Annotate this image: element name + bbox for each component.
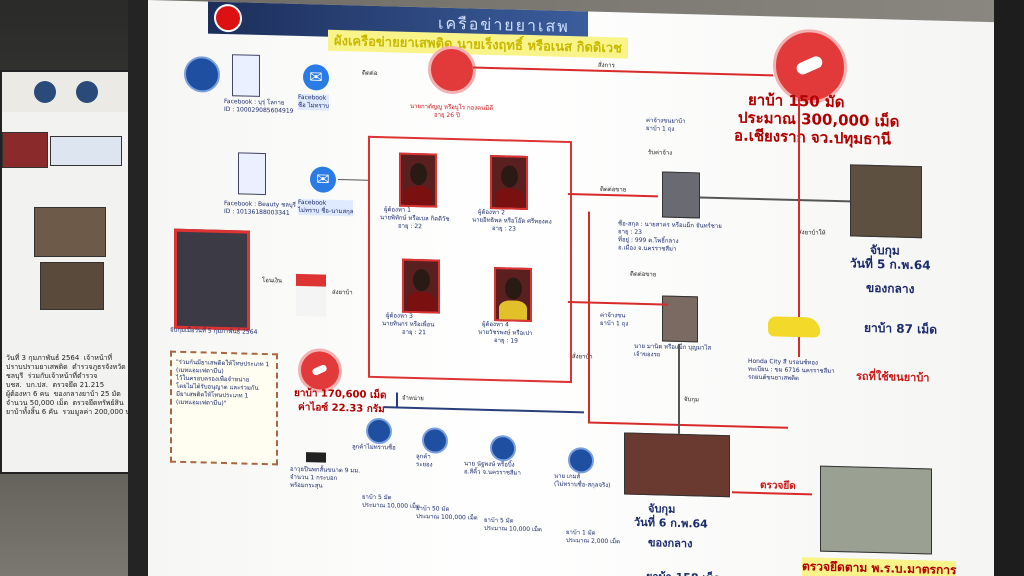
facebook-id-2: Facebook : Beauty ชลบุรี ID : 1013618800… <box>224 199 296 217</box>
buyer-photo <box>662 295 698 343</box>
arrest-1-line3: ของกลาง <box>866 280 915 297</box>
facebook-label-2: Facebook ไม่ทราบ ชื่อ-นามสกุล <box>298 198 354 217</box>
arrest-1-photo <box>850 164 922 239</box>
suspect-4-age: อายุ : 19 <box>494 337 518 345</box>
person-avatar-icon <box>490 434 516 462</box>
charge-note-text: "ร่วมกันมียาเสพติดให้โทษประเภท 1 (เมทแอม… <box>176 358 270 408</box>
side-board-header <box>2 72 130 112</box>
board-frame <box>128 0 150 576</box>
contact-sell-2-label: ติดต่อขาย <box>630 270 657 279</box>
suspect-3-age: อายุ : 21 <box>402 328 426 337</box>
network-chart-poster: เครือข่ายยาเสพติด ผังเครือข่ายยาเสพติด น… <box>148 0 1024 576</box>
inspect-bottom-label: ตรวจยึดตาม พ.ร.บ.มาตรการ <box>802 557 957 576</box>
seized-car-photo <box>820 465 932 555</box>
tree-line <box>384 406 584 414</box>
customers-icon <box>366 417 392 445</box>
person-avatar-icon <box>184 55 220 93</box>
wage-2-label: ค่าจ้างขน ยาบ้า 1 ถุง <box>600 311 629 328</box>
arrest-2-line4: ยาบ้า 158 เม็ด <box>646 567 721 576</box>
link-line <box>588 211 590 422</box>
customer-1-drug: ยาบ้า 5 มัด ประมาณ 10,000 เม็ด <box>362 493 420 511</box>
link-line <box>588 421 788 429</box>
middleman-photo <box>662 171 700 219</box>
order-label: สั่งการ <box>598 61 615 70</box>
wage-1-label: ค่าจ้างขนยาบ้า ยาบ้า 1 ถุง <box>646 117 686 133</box>
arrest-line <box>678 343 680 434</box>
board-frame <box>994 0 1024 576</box>
arrest-1-line2: วันที่ 5 ก.พ.64 <box>850 256 931 273</box>
middleman-info: ชื่อ-สกุล : นายสาคร หรือแม็ก จันทร์ชาย อ… <box>618 220 722 253</box>
suspect-1-age: อายุ : 22 <box>398 222 422 231</box>
suspect-1-photo <box>399 152 437 208</box>
contact-sell-label: ติดต่อขาย <box>600 185 627 194</box>
facebook-label-1: Facebook ชื่อ ไม่ทราบ <box>298 93 329 111</box>
order-line <box>473 66 773 77</box>
car-label: Honda City สี บรอนซ์ทอง ทะเบียน : ขม 671… <box>748 357 835 383</box>
side-board: วันที่ 3 กุมภาพันธ์ 2564 เจ้าหน้าที่ ปรา… <box>0 70 139 474</box>
arrest-date-left: จับกุมเมื่อวันที่ 5 กุมภาพันธ์ 2564 <box>170 326 258 336</box>
facebook-id-1: Facebook : บุรุ่ โลกาย ID : 100029085604… <box>224 97 294 115</box>
police-seal-icon <box>214 3 242 33</box>
messenger-icon: ✉ <box>310 166 336 193</box>
suspect-4-photo <box>494 267 532 323</box>
deliver-label: ส่งยาบ้า <box>332 288 353 297</box>
messenger-icon: ✉ <box>303 64 329 91</box>
person-avatar-icon <box>422 427 448 454</box>
gun-icon <box>306 452 326 463</box>
transfer-label: โอนเงิน <box>262 276 283 285</box>
customer-2-drug: ยาบ้า 50 มัด ประมาณ 100,000 เม็ด <box>416 505 478 522</box>
side-board-text: วันที่ 3 กุมภาพันธ์ 2564 เจ้าหน้าที่ ปรา… <box>6 354 139 416</box>
evidence-photo <box>34 207 106 257</box>
facebook-profile-card <box>232 54 260 97</box>
customer-2: ลูกค้า ระยอง <box>416 453 433 469</box>
customer-4-drug: ยาบ้า 1 มัด ประมาณ 2,000 เม็ด <box>566 528 621 546</box>
gun-label: อาวุธปืนพกสั้นขนาด 9 มม. จำนวน 1 กระบอก … <box>290 465 361 490</box>
deliver-label: ส่งยาบ้าให้ <box>798 229 826 237</box>
arrest-1-line4: ยาบ้า 87 เม็ด <box>864 320 937 337</box>
evidence-photo <box>40 262 104 310</box>
inspect-label: ตรวจยึด <box>760 480 796 492</box>
police-logo-icon <box>34 81 56 103</box>
arrest-2-line3: ของกลาง <box>648 536 693 551</box>
arrest-2-line2: วันที่ 6 ก.พ.64 <box>634 515 708 531</box>
arrest-2-photo <box>624 432 730 498</box>
car-icon <box>768 316 820 338</box>
suspect-3-photo <box>402 258 440 314</box>
evidence-table-photo <box>174 228 250 331</box>
suspect-2-age: อายุ : 23 <box>492 225 516 233</box>
seizure-left-2: ค่าไอซ์ 22.33 กรัม <box>298 401 385 416</box>
house-icon <box>296 273 326 317</box>
person-avatar-icon <box>568 446 594 474</box>
main-suspect-photo <box>428 45 476 95</box>
contact-label: ติดต่อ <box>362 69 378 78</box>
buyer-info: นาย มานิต หรือแม็ก บุญมาไส เจ้าของรถ <box>634 342 712 359</box>
link-line <box>338 178 368 181</box>
receive-label: รับค่าจ้าง <box>648 149 673 157</box>
arrest-label: จับกุม <box>684 396 699 404</box>
car-used-label: รถที่ใช้ขนยาบ้า <box>856 369 930 385</box>
facebook-profile-card <box>238 152 266 196</box>
main-suspect-age: อายุ 26 ปี <box>434 111 460 120</box>
customer-3-drug: ยาบ้า 5 มัด ประมาณ 10,000 เม็ด <box>484 516 542 534</box>
info-card <box>50 136 122 166</box>
charge-note-box: "ร่วมกันมียาเสพติดให้โทษประเภท 1 (เมทแอม… <box>170 350 278 466</box>
customer-1: ลูกค้าไม่ทราบชื่อ <box>352 443 396 452</box>
evidence-photo <box>2 132 48 168</box>
customer-3: นาย นัฐพงษ์ หรือบิ้ง อ.สีคิ้ว จ.นครราชสี… <box>464 460 521 477</box>
order-drug-line <box>568 300 668 306</box>
seizure-line-3: อ.เชียงราก จว.ปทุมธานี <box>734 126 891 149</box>
customer-4: นาย เกมส์ (ไม่ทราบชื่อ-สกุลจริง) <box>554 472 611 490</box>
order-line <box>700 196 850 203</box>
emblem-icon <box>76 81 98 103</box>
suspect-2-photo <box>490 154 528 210</box>
sell-label: จำหน่าย <box>402 394 424 403</box>
